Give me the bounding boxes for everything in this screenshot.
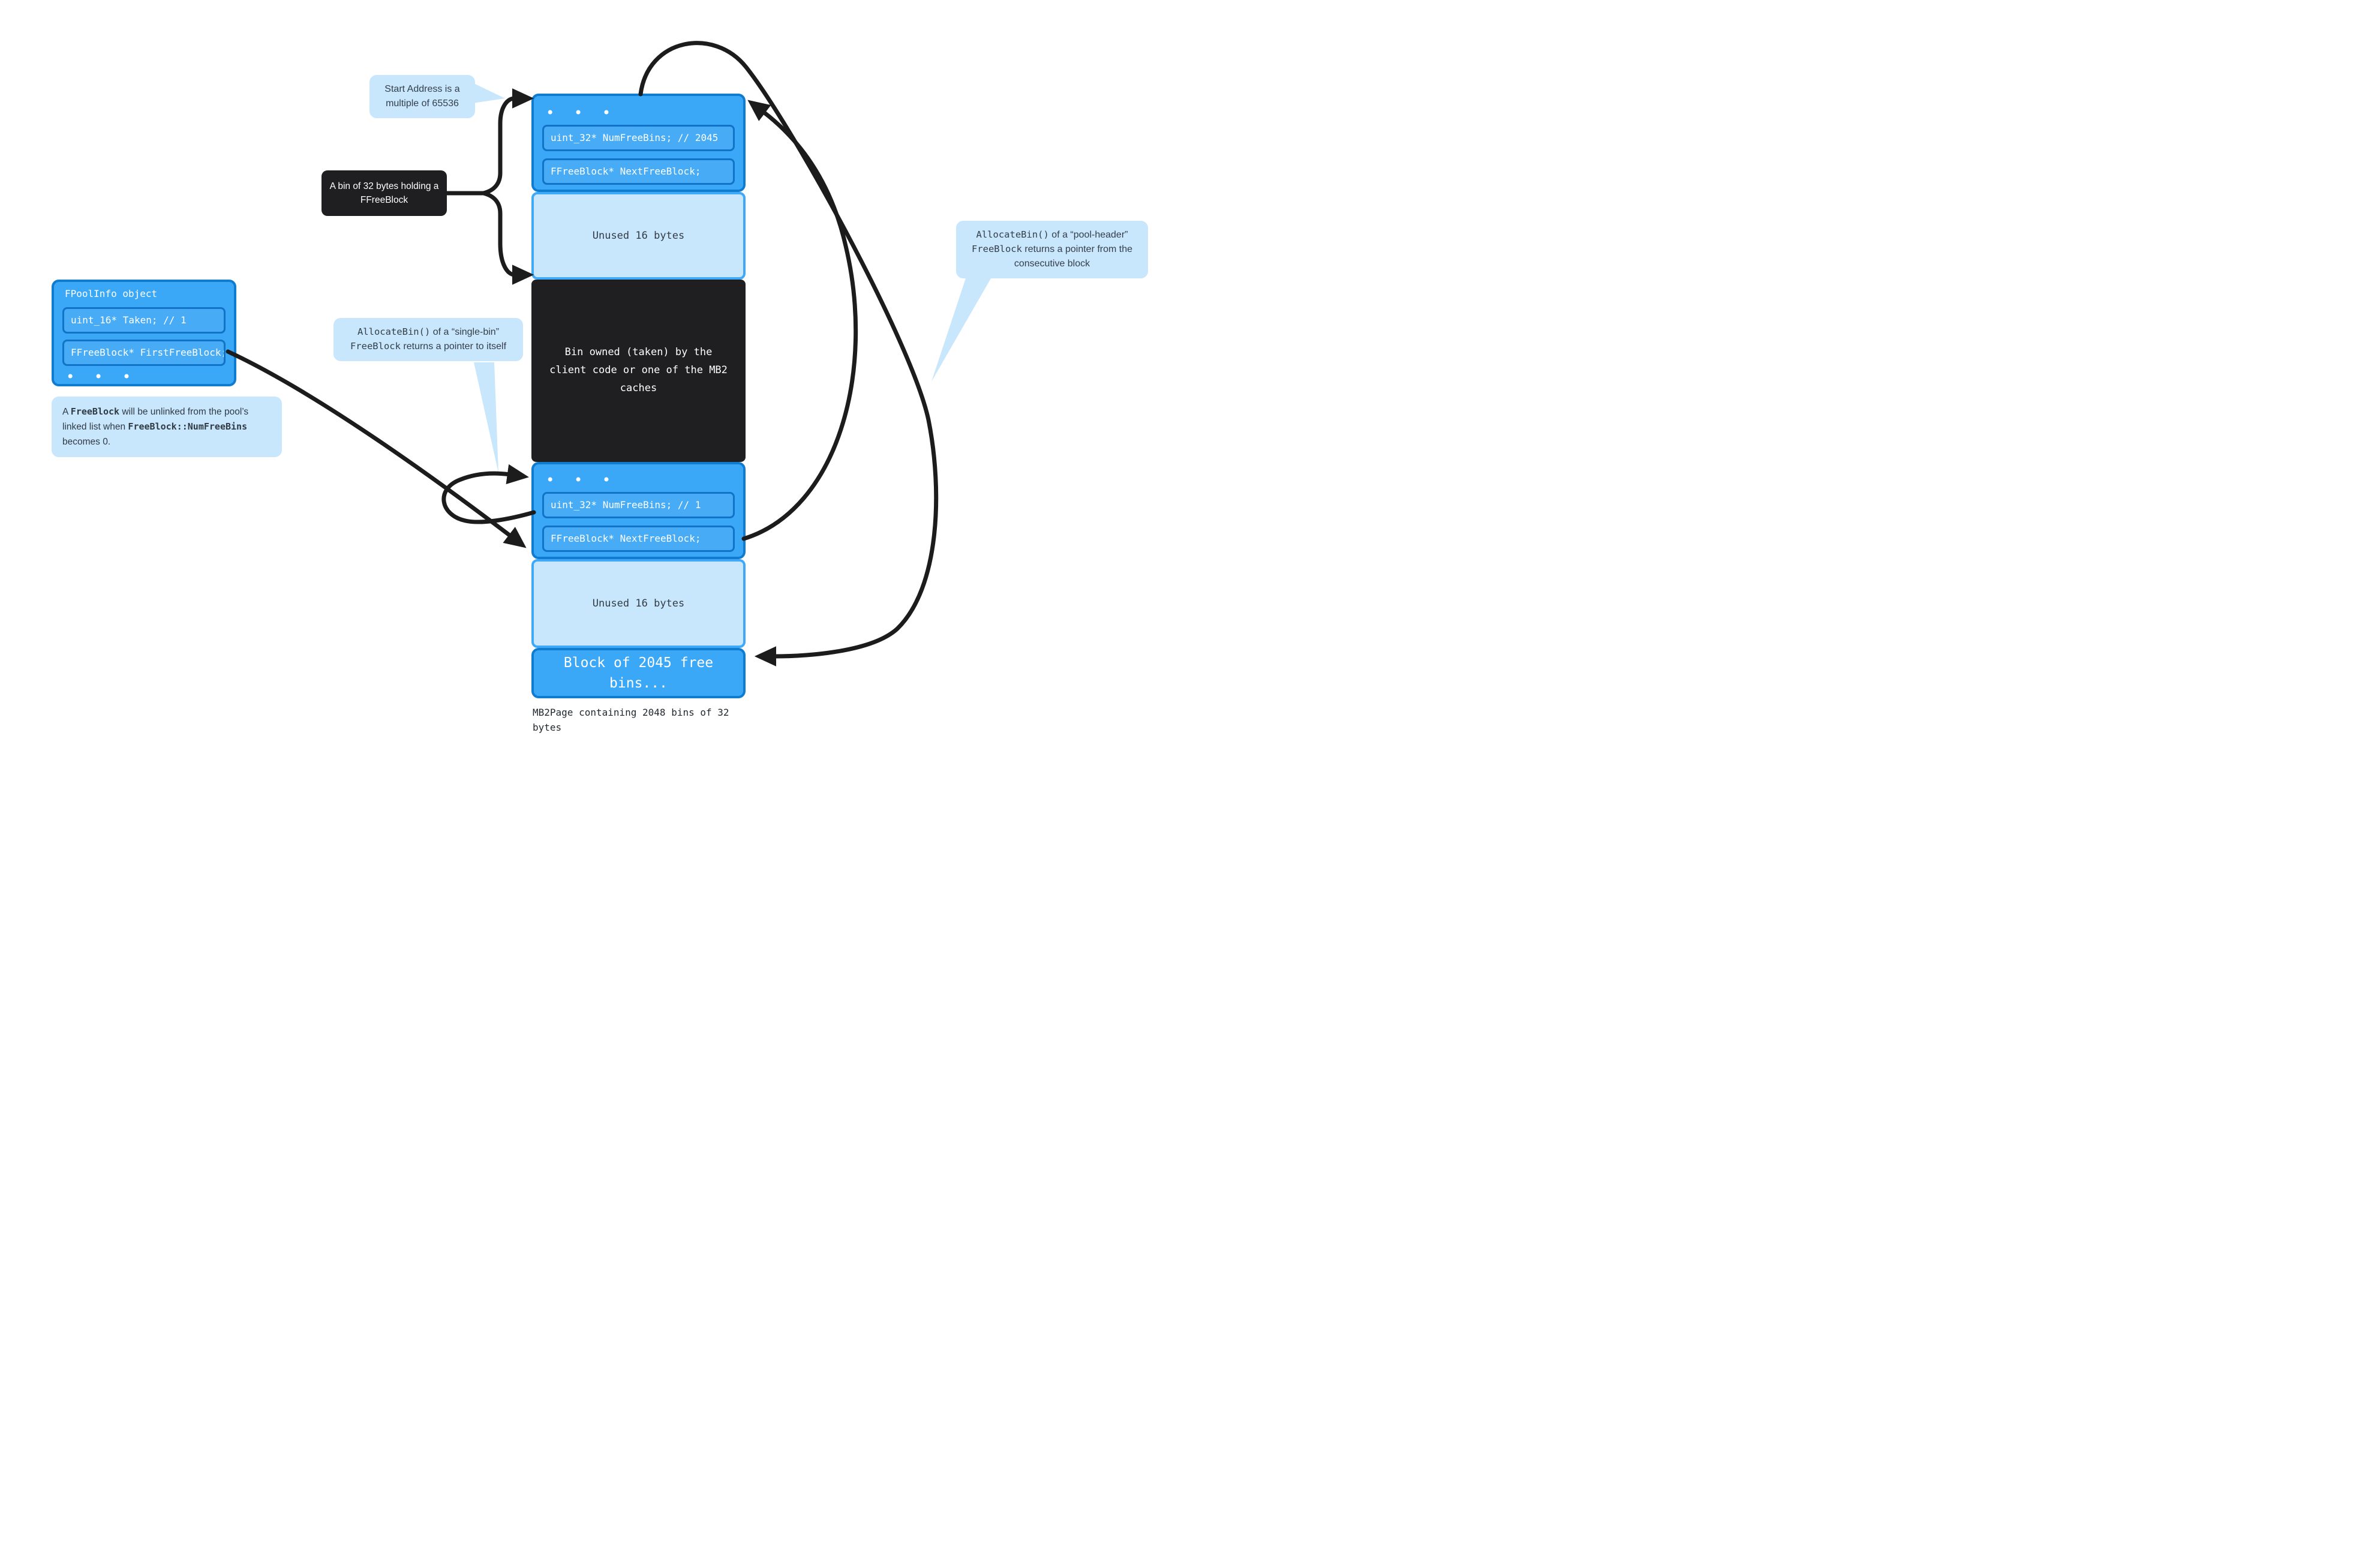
callout-start-address: Start Address is a multiple of 65536 xyxy=(369,75,475,118)
fpoolinfo-box: FPoolInfo object uint_16* Taken; // 1 FF… xyxy=(52,280,236,386)
callout-pool-header: AllocateBin() of a “pool-header” FreeBlo… xyxy=(956,221,1148,278)
bin-of-32-label: A bin of 32 bytes holding a FFreeBlock xyxy=(329,181,439,205)
taken-bin: Bin owned (taken) by the client code or … xyxy=(531,280,746,462)
brace-bin-lower-arrow xyxy=(481,191,534,285)
field-taken: uint_16* Taken; // 1 xyxy=(62,307,226,334)
callout-single-bin: AllocateBin() of a “single-bin” FreeBloc… xyxy=(333,318,523,361)
field-next-free-block-1: FFreeBlock* NextFreeBlock; xyxy=(542,158,735,185)
callout-tail-start-address xyxy=(473,83,505,103)
callout-tail-single-bin xyxy=(474,362,498,473)
free-bins-block: Block of 2045 free bins... xyxy=(531,648,746,698)
ellipsis-dots: • • • xyxy=(546,472,617,488)
callout-bin-of-32-bytes: A bin of 32 bytes holding a FFreeBlock xyxy=(321,170,447,216)
field-next-free-block-2: FFreeBlock* NextFreeBlock; xyxy=(542,526,735,552)
unused-label: Unused 16 bytes xyxy=(592,598,685,610)
taken-bin-label: Bin owned (taken) by the client code or … xyxy=(549,346,728,394)
brace-bin-upper-arrow xyxy=(481,88,534,196)
ellipsis-dots: • • • xyxy=(66,368,137,385)
free-bins-label: Block of 2045 free bins... xyxy=(563,655,714,692)
free-block-1: • • • uint_32* NumFreeBins; // 2045 FFre… xyxy=(531,94,746,192)
unused-label: Unused 16 bytes xyxy=(592,230,685,242)
arrow-self-loop xyxy=(441,464,536,524)
fpoolinfo-title: FPoolInfo object xyxy=(65,288,158,299)
unused-bytes-1: Unused 16 bytes xyxy=(531,192,746,280)
page-caption: MB2Page containing 2048 bins of 32 bytes xyxy=(533,707,729,733)
field-num-free-bins-1: uint_32* NumFreeBins; // 1 xyxy=(542,492,735,518)
callout-tail-pool-header xyxy=(931,278,991,382)
free-block-2: • • • uint_32* NumFreeBins; // 1 FFreeBl… xyxy=(531,462,746,559)
field-num-free-bins-2045: uint_32* NumFreeBins; // 2045 xyxy=(542,125,735,151)
arrow-next-free-block-to-header xyxy=(741,100,858,541)
field-first-free-block: FFreeBlock* FirstFreeBlock; xyxy=(62,340,226,366)
unlink-note: A FreeBlock will be unlinked from the po… xyxy=(52,397,282,458)
ellipsis-dots: • • • xyxy=(546,104,617,121)
unused-bytes-2: Unused 16 bytes xyxy=(531,559,746,648)
